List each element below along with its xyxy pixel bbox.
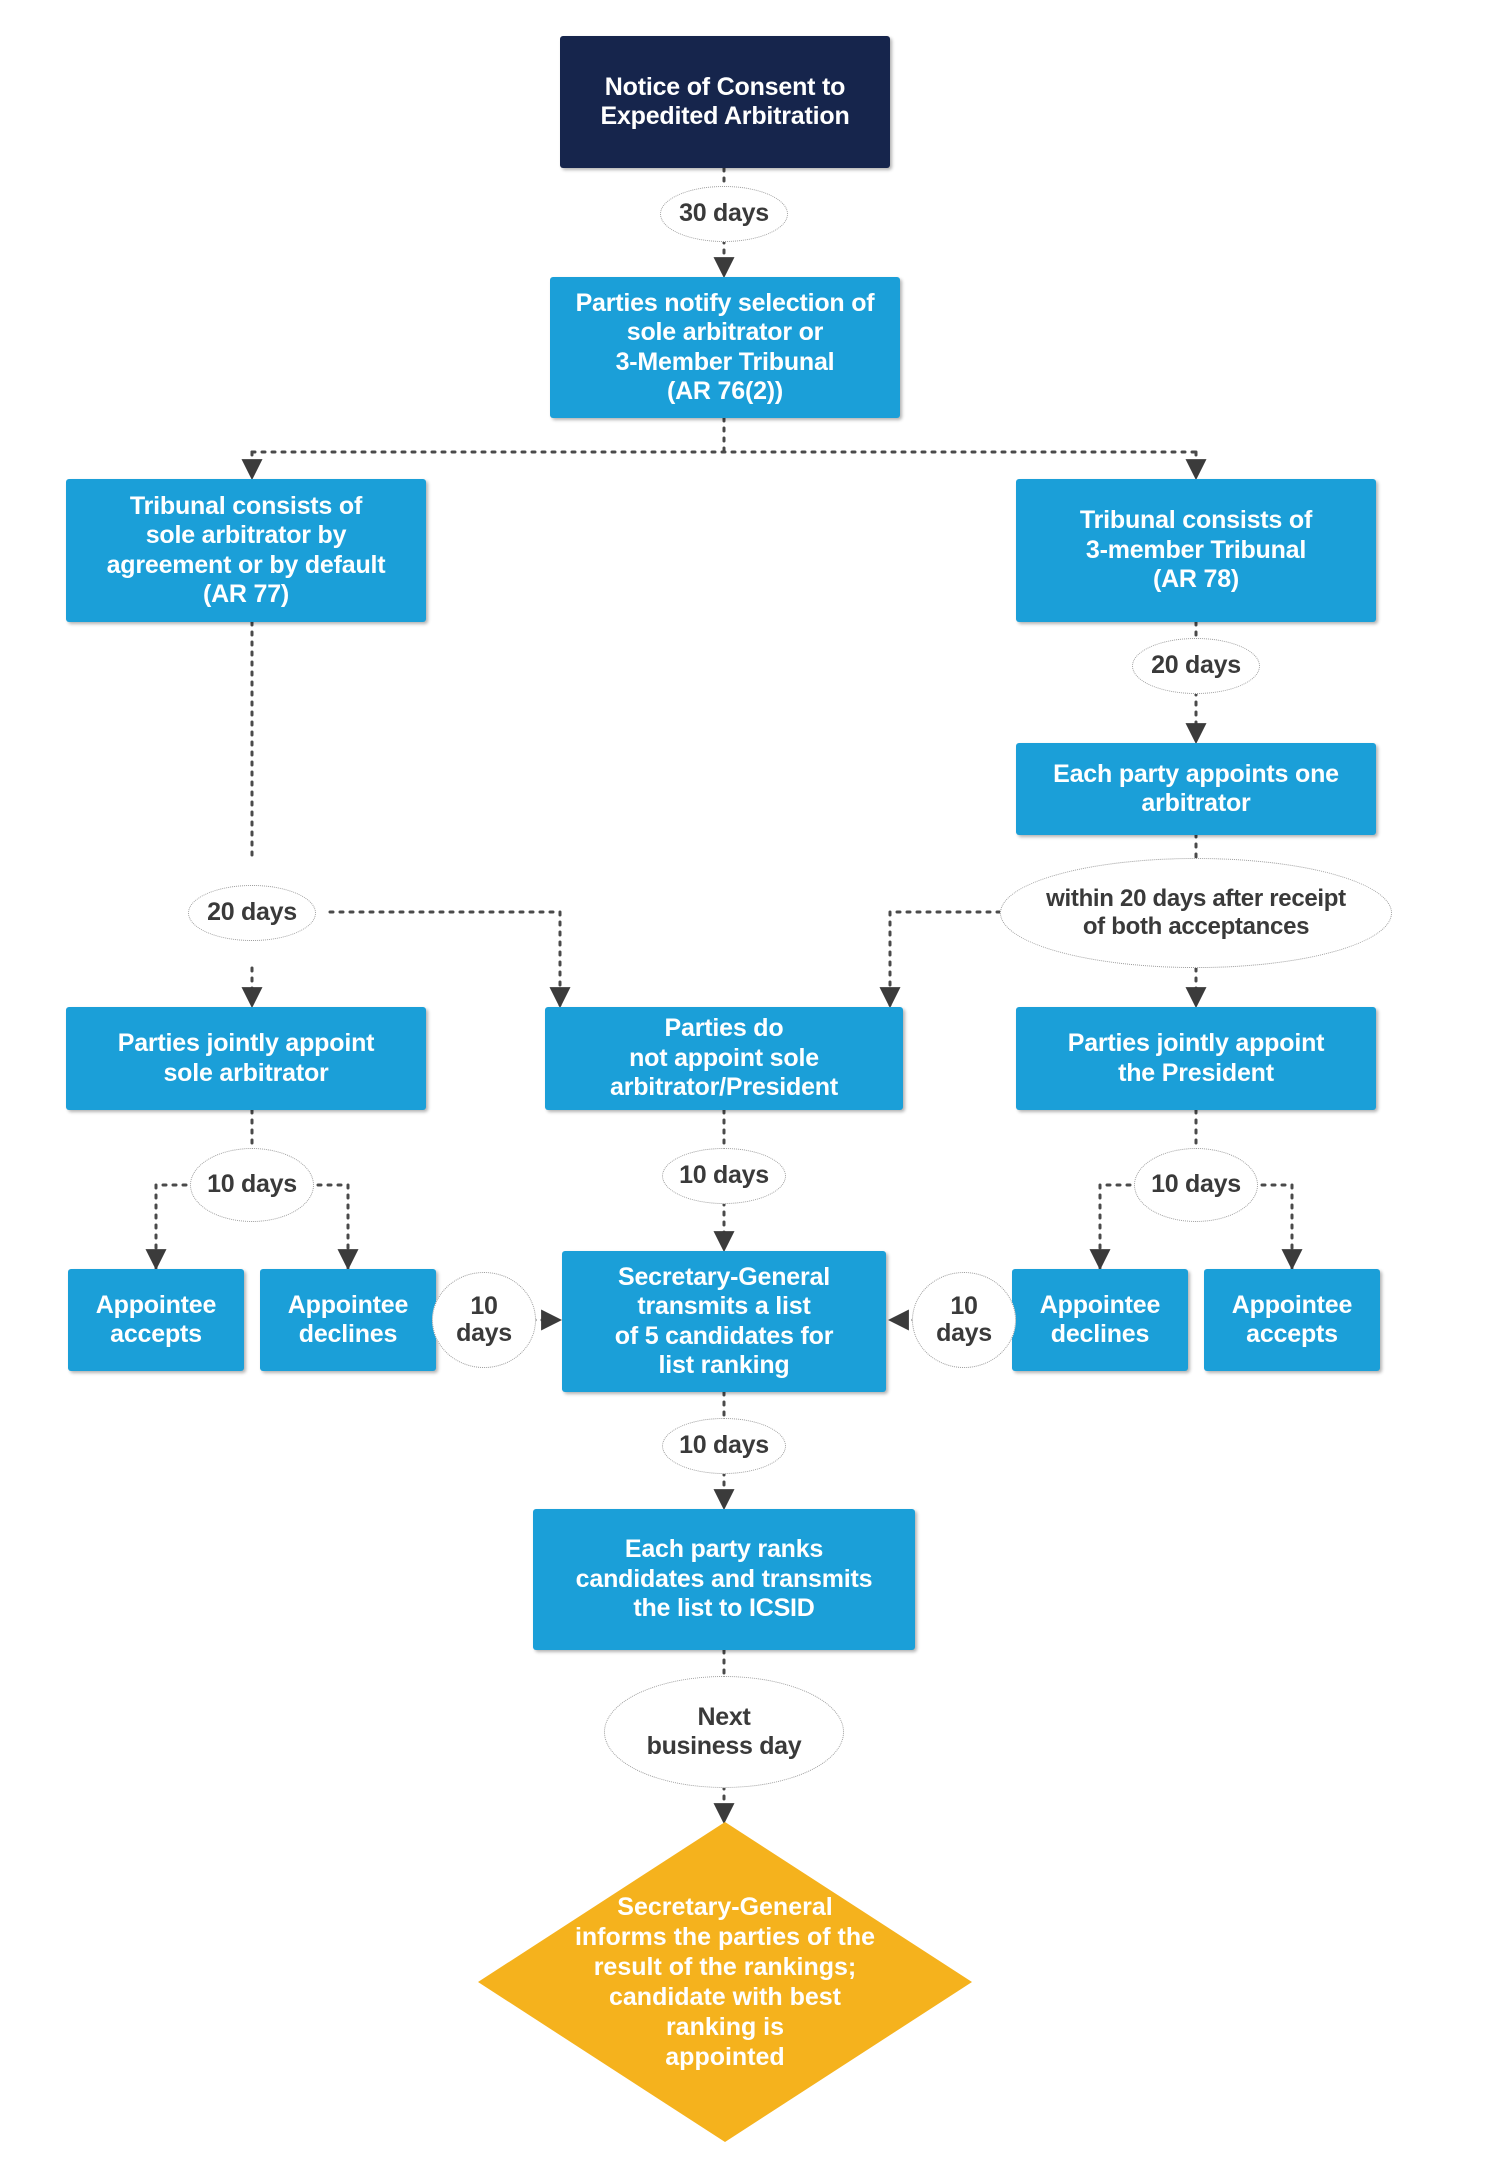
node-appointee-declines-left[interactable]: Appointee declines bbox=[260, 1269, 436, 1371]
node-parties-notify-selection[interactable]: Parties notify selection of sole arbitra… bbox=[550, 277, 900, 418]
node-secretary-general-transmits-list[interactable]: Secretary-General transmits a list of 5 … bbox=[562, 1251, 886, 1392]
node-secretary-general-informs-parties[interactable]: Secretary-General informs the parties of… bbox=[478, 1822, 972, 2142]
node-each-party-appoints-arbitrator[interactable]: Each party appoints one arbitrator bbox=[1016, 743, 1376, 835]
node-label: Tribunal consists of sole arbitrator by … bbox=[106, 491, 386, 609]
node-notice-of-consent[interactable]: Notice of Consent to Expedited Arbitrati… bbox=[560, 36, 890, 168]
node-label: Parties jointly appoint sole arbitrator bbox=[117, 1029, 375, 1087]
ellipse-label: within 20 days after receipt of both acc… bbox=[1046, 884, 1346, 940]
edge-label-20-days-right: 20 days bbox=[1132, 638, 1260, 694]
node-sole-arbitrator-tribunal[interactable]: Tribunal consists of sole arbitrator by … bbox=[66, 479, 426, 622]
edge-label-next-business-day: Next business day bbox=[604, 1676, 844, 1788]
edge-label-10-days-declines-left: 10 days bbox=[432, 1272, 536, 1368]
edge-label-20-days-left: 20 days bbox=[188, 885, 316, 941]
ellipse-label: Next business day bbox=[646, 1702, 802, 1761]
node-label: Each party appoints one arbitrator bbox=[1053, 759, 1339, 818]
edge-label-10-days-to-ranking: 10 days bbox=[662, 1418, 786, 1474]
node-label: Notice of Consent to Expedited Arbitrati… bbox=[600, 72, 850, 131]
ellipse-label: 20 days bbox=[1151, 651, 1241, 680]
node-three-member-tribunal[interactable]: Tribunal consists of 3-member Tribunal (… bbox=[1016, 479, 1376, 622]
node-label: Appointee declines bbox=[287, 1290, 409, 1349]
node-label: Secretary-General informs the parties of… bbox=[574, 1893, 875, 2071]
node-label: Tribunal consists of 3-member Tribunal (… bbox=[1079, 506, 1313, 594]
node-label: Parties do not appoint sole arbitrator/P… bbox=[609, 1014, 838, 1102]
node-label: Appointee accepts bbox=[95, 1290, 217, 1349]
node-label: Secretary-General transmits a list of 5 … bbox=[614, 1262, 834, 1380]
node-appointee-accepts-left[interactable]: Appointee accepts bbox=[68, 1269, 244, 1371]
edge-label-30-days: 30 days bbox=[660, 186, 788, 242]
node-label: Parties notify selection of sole arbitra… bbox=[575, 288, 875, 406]
node-appointee-declines-right[interactable]: Appointee declines bbox=[1012, 1269, 1188, 1371]
edge-label-10-days-center: 10 days bbox=[662, 1148, 786, 1204]
ellipse-label: 30 days bbox=[679, 199, 769, 228]
ellipse-label: 10 days bbox=[679, 1161, 769, 1190]
diamond-shape bbox=[478, 1822, 972, 2142]
ellipse-label: 20 days bbox=[207, 898, 297, 927]
node-parties-jointly-appoint-president[interactable]: Parties jointly appoint the President bbox=[1016, 1007, 1376, 1110]
edge-label-within-20-days-acceptances: within 20 days after receipt of both acc… bbox=[1000, 858, 1392, 968]
ellipse-label: 10 days bbox=[679, 1431, 769, 1460]
node-parties-jointly-appoint-sole-arbitrator[interactable]: Parties jointly appoint sole arbitrator bbox=[66, 1007, 426, 1110]
ellipse-label: 10 days bbox=[1151, 1170, 1241, 1199]
ellipse-label: 10 days bbox=[207, 1170, 297, 1199]
node-label: Each party ranks candidates and transmit… bbox=[575, 1535, 873, 1623]
ellipse-label: 10 days bbox=[456, 1291, 512, 1347]
node-label: Parties jointly appoint the President bbox=[1067, 1029, 1325, 1087]
node-each-party-ranks-candidates[interactable]: Each party ranks candidates and transmit… bbox=[533, 1509, 915, 1650]
node-parties-do-not-appoint[interactable]: Parties do not appoint sole arbitrator/P… bbox=[545, 1007, 903, 1110]
node-label: Appointee declines bbox=[1039, 1290, 1161, 1349]
node-label: Appointee accepts bbox=[1231, 1290, 1353, 1349]
edge-label-10-days-declines-right: 10 days bbox=[912, 1272, 1016, 1368]
edge-label-10-days-left-branch: 10 days bbox=[190, 1148, 314, 1222]
ellipse-label: 10 days bbox=[936, 1291, 992, 1347]
edge-label-10-days-right-branch: 10 days bbox=[1134, 1148, 1258, 1222]
node-appointee-accepts-right[interactable]: Appointee accepts bbox=[1204, 1269, 1380, 1371]
